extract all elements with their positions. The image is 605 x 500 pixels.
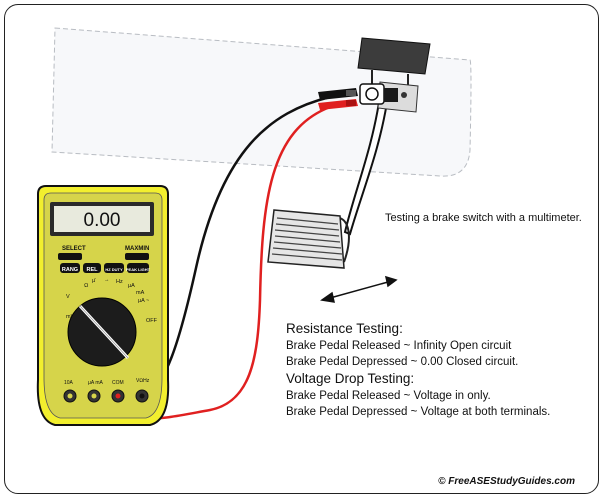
pedal-movement-arrow — [320, 275, 398, 303]
voltage-heading: Voltage Drop Testing: — [286, 371, 415, 386]
rang-button[interactable] — [60, 263, 80, 273]
rang-button-label: RANG — [62, 267, 78, 273]
multimeter: 0.00 SELECT MAXMIN RANG REL HZ DUTY PEAK… — [36, 185, 170, 426]
function-buttons: RANG REL HZ DUTY PEAK LIGHT — [60, 263, 151, 273]
dial-label-ua: µA — [128, 283, 135, 289]
jack-label-com: COM — [112, 380, 124, 386]
jack-label-ua-ma: µA mA — [88, 380, 103, 386]
hz-duty-button[interactable] — [104, 263, 124, 273]
resistance-heading: Resistance Testing: — [286, 321, 403, 336]
jack-labels: 10A µA mA COM VΩHz — [64, 378, 150, 386]
input-jacks — [63, 389, 149, 403]
voltage-depressed: Brake Pedal Depressed ~ Voltage at both … — [286, 406, 551, 418]
dial-label-cap: µ̄ — [92, 278, 96, 284]
resistance-depressed: Brake Pedal Depressed ~ 0.00 Closed circ… — [286, 356, 519, 368]
dial-label-mv: mV — [66, 314, 75, 320]
copyright-credit: © FreeASEStudyGuides.com — [438, 476, 575, 487]
maxmin-label: MAXMIN — [125, 246, 149, 252]
probe-tips — [318, 88, 358, 110]
maxmin-button[interactable] — [125, 253, 149, 260]
select-button[interactable] — [58, 253, 82, 260]
brake-switch — [359, 81, 419, 113]
dial-label-ohm: Ω — [84, 283, 88, 289]
jack-label-vohm: VΩHz — [136, 378, 150, 384]
peak-light-button[interactable] — [127, 263, 149, 273]
select-label: SELECT — [62, 246, 86, 252]
dial-label-ua-ac: µA ~ — [138, 298, 149, 304]
diagram-caption: Testing a brake switch with a multimeter… — [385, 212, 582, 224]
rel-button[interactable] — [83, 263, 101, 273]
meter-reading: 0.00 — [84, 210, 121, 231]
dial-label-diode: → — [104, 277, 110, 283]
rel-button-label: REL — [87, 267, 99, 273]
hz-duty-button-label: HZ DUTY — [105, 267, 123, 272]
meter-display-screen — [54, 206, 150, 232]
dial-label-hz: Hz — [116, 279, 123, 285]
voltage-released: Brake Pedal Released ~ Voltage in only. — [286, 390, 491, 402]
testing-notes: Resistance Testing: Brake Pedal Released… — [286, 320, 550, 420]
jack-label-10a: 10A — [64, 380, 74, 386]
dial-scale: Ω µ̄ → Hz µA mA µA ~ OFF V mV — [66, 277, 158, 324]
brake-pedal-assembly — [267, 37, 431, 269]
dial-label-v: V — [66, 294, 70, 300]
dial-label-ma: mA — [136, 290, 145, 296]
peak-light-button-label: PEAK LIGHT — [126, 267, 151, 272]
resistance-released: Brake Pedal Released ~ Infinity Open cir… — [286, 340, 512, 352]
dial-label-off: OFF — [146, 318, 158, 324]
